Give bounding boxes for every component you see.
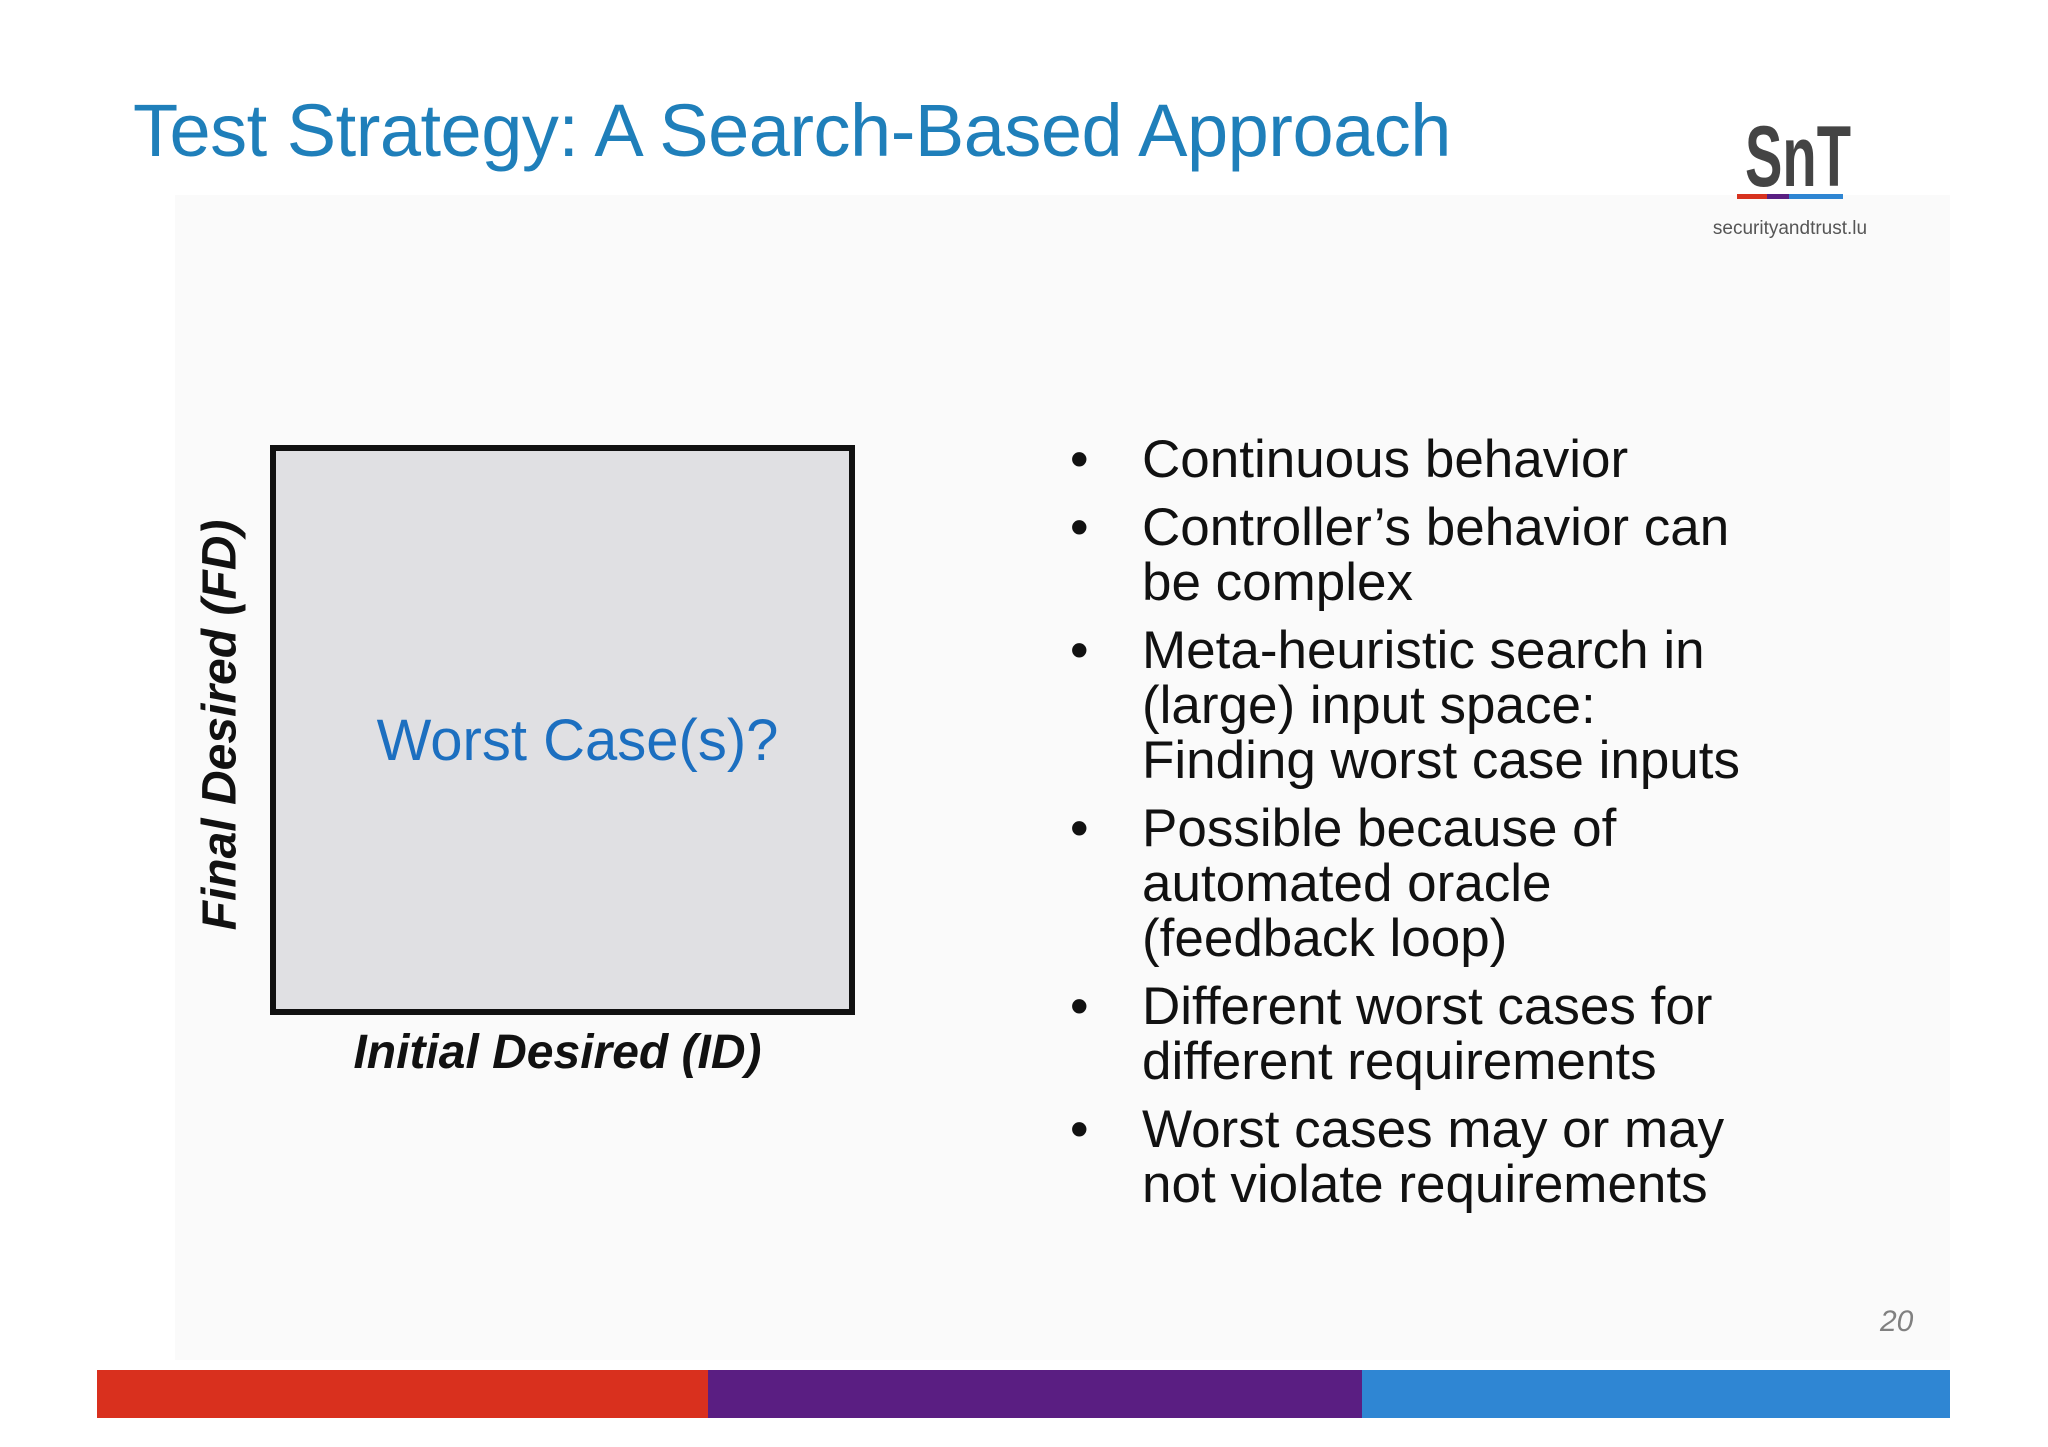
- bullet-item: • Meta-heuristic search in(large) input s…: [1065, 623, 1825, 788]
- bullet-line: Meta-heuristic search in: [1142, 621, 1705, 680]
- bullet-line: (large) input space:: [1142, 676, 1596, 735]
- snt-logo: SnT securityandtrust.lu: [1713, 109, 1867, 239]
- footer-bar-red: [97, 1370, 708, 1418]
- bullet-line: different requirements: [1142, 1032, 1657, 1091]
- input-space-box: Worst Case(s)?: [270, 445, 855, 1015]
- bullet-line: (feedback loop): [1142, 909, 1508, 968]
- bullet-line: Controller’s behavior can: [1142, 498, 1730, 557]
- logo-stripe-purple: [1767, 194, 1789, 199]
- bullet-line: Possible because of: [1142, 799, 1617, 858]
- bullet-dot: •: [1070, 1100, 1089, 1159]
- worst-case-label: Worst Case(s)?: [376, 707, 779, 773]
- bullet-dot: •: [1070, 498, 1089, 557]
- bullet-item: • Continuous behavior: [1065, 432, 1825, 487]
- footer-bar-blue: [1362, 1370, 1950, 1418]
- bullet-line: be complex: [1142, 553, 1414, 612]
- bullet-line: not violate requirements: [1142, 1155, 1708, 1214]
- page-number: 20: [1880, 1305, 1914, 1338]
- logo-text: securityandtrust.lu: [1713, 218, 1867, 239]
- bullet-dot: •: [1070, 799, 1089, 858]
- footer-bar-purple: [708, 1370, 1362, 1418]
- bullet-dot: •: [1070, 977, 1089, 1036]
- bullet-line: Finding worst case inputs: [1142, 731, 1741, 790]
- x-axis-label: Initial Desired (ID): [353, 1026, 762, 1079]
- logo-stripe-red: [1737, 194, 1767, 199]
- bullet-dot: •: [1070, 621, 1089, 680]
- bullet-line: automated oracle: [1142, 854, 1552, 913]
- bullet-line: Worst cases may or may: [1142, 1100, 1725, 1159]
- logo-mark: SnT: [1745, 109, 1851, 205]
- bullet-line: Different worst cases for: [1142, 977, 1713, 1036]
- logo-stripe-blue: [1789, 194, 1843, 199]
- slide-title: Test Strategy: A Search-Based Approach: [133, 89, 1451, 172]
- y-axis-label: Final Desired (FD): [193, 519, 247, 931]
- bullet-line: Continuous behavior: [1142, 430, 1629, 489]
- bullet-list: • Continuous behavior • Controller’s behavi…: [1065, 432, 1825, 1225]
- bullet-dot: •: [1070, 430, 1089, 489]
